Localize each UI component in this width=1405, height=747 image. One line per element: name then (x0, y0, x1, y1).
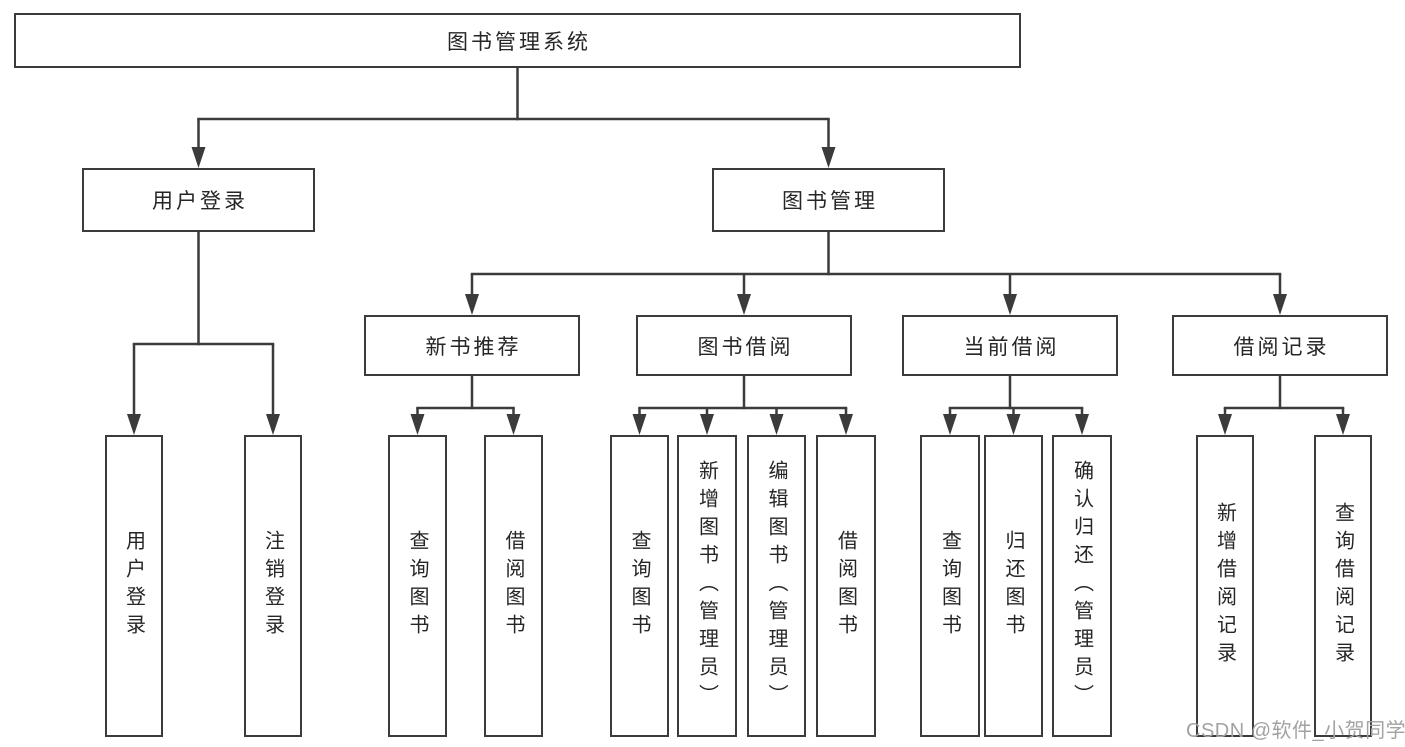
arrowhead-icon (769, 414, 784, 435)
arrowhead-icon (1273, 294, 1287, 315)
arrowhead-icon (506, 414, 521, 435)
node-label: 归还图书 (1002, 530, 1024, 642)
node-label: 用户登录 (152, 190, 248, 213)
node-borrow-records: 借阅记录 (1172, 315, 1388, 376)
node-nb-borrow: 借阅图书 (484, 435, 543, 737)
node-label: 用户登录 (122, 530, 145, 642)
node-label: 图书管理系统 (447, 30, 591, 54)
node-label: 借阅图书 (502, 530, 524, 642)
node-nb-query: 查询图书 (388, 435, 447, 737)
node-cb-confirm: 确认归还（管理员） (1052, 435, 1112, 737)
node-label: 新增图书（管理员） (695, 460, 718, 712)
node-cb-query: 查询图书 (920, 435, 980, 737)
node-current-borrow: 当前借阅 (902, 315, 1118, 376)
arrowhead-icon (191, 147, 206, 168)
node-label: 查询图书 (628, 530, 650, 642)
node-book-mgmt: 图书管理 (712, 168, 945, 232)
arrowhead-icon (1336, 414, 1350, 435)
arrowhead-icon (266, 414, 280, 435)
node-root: 图书管理系统 (14, 13, 1021, 68)
arrowhead-icon (465, 294, 479, 315)
node-label: 查询图书 (938, 530, 961, 642)
arrowhead-icon (1218, 414, 1232, 435)
node-label: 查询借阅记录 (1331, 502, 1354, 670)
node-login: 用户登录 (105, 435, 163, 737)
arrowhead-icon (821, 147, 836, 168)
node-label: 当前借阅 (963, 335, 1060, 359)
arrowhead-icon (1003, 294, 1017, 315)
node-cb-return: 归还图书 (984, 435, 1043, 737)
arrowhead-icon (632, 414, 647, 435)
node-bb-query: 查询图书 (610, 435, 669, 737)
node-label: 编辑图书（管理员） (765, 460, 787, 712)
node-new-book-rec: 新书推荐 (364, 315, 580, 376)
arrowhead-icon (839, 414, 853, 435)
arrowhead-icon (943, 414, 957, 435)
node-logout: 注销登录 (244, 435, 302, 737)
node-br-add: 新增借阅记录 (1196, 435, 1254, 737)
node-book-borrow: 图书借阅 (636, 315, 852, 376)
node-label: 新增借阅记录 (1213, 502, 1236, 670)
arrowhead-icon (1075, 414, 1089, 435)
node-label: 借阅记录 (1233, 335, 1330, 359)
arrowhead-icon (1006, 414, 1021, 435)
arrowhead-icon (737, 294, 751, 315)
node-bb-borrow: 借阅图书 (816, 435, 876, 737)
node-user-login: 用户登录 (82, 168, 315, 232)
node-label: 图书管理 (782, 190, 878, 213)
node-bb-add: 新增图书（管理员） (677, 435, 737, 737)
node-label: 查询图书 (406, 530, 428, 642)
node-label: 图书借阅 (697, 335, 794, 359)
node-label: 注销登录 (261, 530, 284, 642)
node-label: 新书推荐 (425, 335, 522, 359)
node-label: 借阅图书 (834, 530, 857, 642)
node-bb-edit: 编辑图书（管理员） (747, 435, 806, 737)
arrowhead-icon (127, 414, 141, 435)
node-br-query: 查询借阅记录 (1314, 435, 1372, 737)
node-label: 确认归还（管理员） (1070, 460, 1093, 712)
arrowhead-icon (700, 414, 714, 435)
arrowhead-icon (410, 414, 425, 435)
